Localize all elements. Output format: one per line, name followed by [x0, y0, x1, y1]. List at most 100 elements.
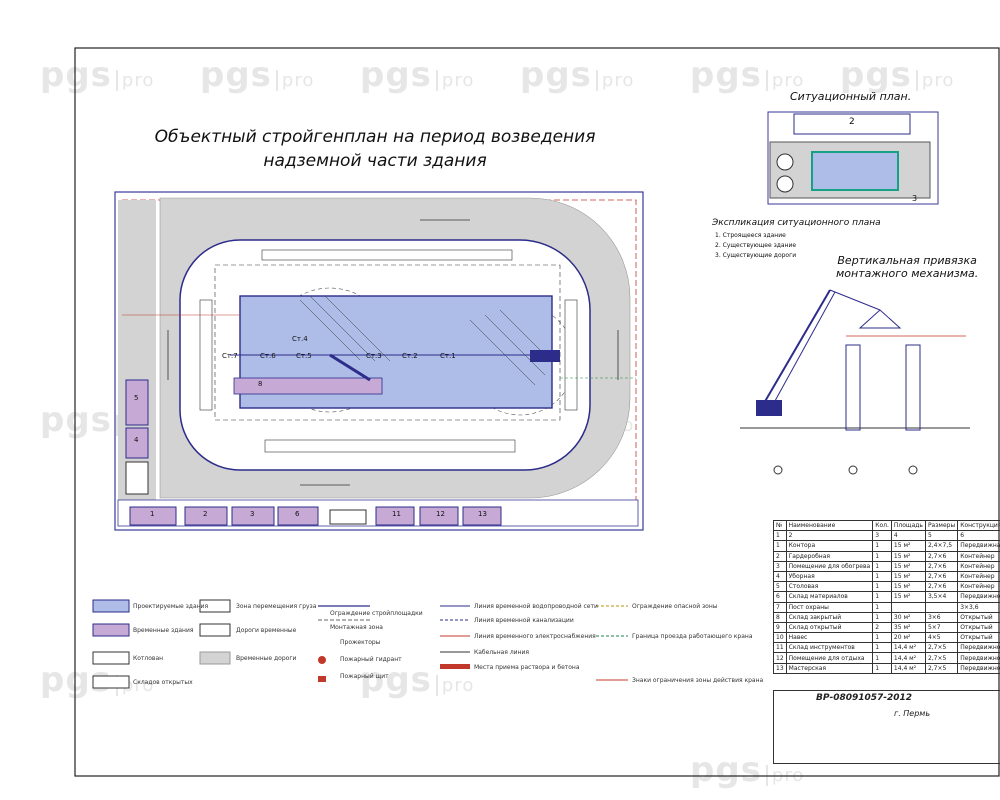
legend-swatch-temp	[92, 623, 130, 637]
table-cell: 2	[872, 621, 892, 634]
crane-right	[530, 350, 560, 362]
legend-label: Монтажная зона	[330, 624, 383, 631]
table-cell: Помещение для обогрева	[785, 560, 874, 572]
site-label: 12	[436, 510, 445, 518]
crane-boom	[329, 353, 371, 382]
legend-label: Ограждение стройплощадки	[330, 610, 423, 617]
legend-label: Временные здания	[133, 627, 194, 634]
table-cell: Столовая	[785, 581, 874, 593]
legend-hydrant	[318, 656, 326, 664]
main-title-line1: Объектный стройгенплан на период возведе…	[154, 127, 596, 147]
axis-marker	[773, 465, 783, 475]
danger-hatching	[299, 295, 553, 386]
explication-title: Экспликация ситуационного плана	[712, 218, 881, 228]
crane-jib	[829, 289, 881, 311]
table-cell: Уборная	[785, 570, 874, 583]
legend-shield	[318, 676, 326, 682]
crane-body	[756, 400, 782, 416]
table-cell: Склад материалов	[785, 591, 874, 603]
table-cell: 5	[924, 530, 959, 542]
table-cell: 1	[773, 540, 787, 552]
table-cell: 2,7×5	[924, 662, 959, 674]
legend-label: Места приема раствора и бетона	[474, 664, 580, 671]
situation-circle	[776, 153, 794, 171]
table-cell: 3	[872, 530, 892, 542]
table-cell: 3×3,6	[957, 601, 1000, 613]
table-cell: Навес	[785, 632, 874, 644]
site-label: 2	[203, 510, 208, 518]
table-cell: 2,7×6	[924, 560, 959, 572]
crane-boom-elevation	[759, 289, 831, 411]
table-cell: 2,7×6	[924, 570, 959, 583]
table-cell: Склад инструментов	[785, 642, 874, 654]
table-cell: Контейнер	[957, 581, 1000, 593]
table-cell: 1	[872, 581, 892, 593]
temp-building-6	[277, 506, 319, 526]
situation-circle	[776, 175, 794, 193]
table-cell: 1	[872, 642, 892, 654]
legend-label: Временные дороги	[236, 655, 297, 662]
table-cell: 8	[773, 611, 787, 623]
table-cell: Помещение для отдыха	[785, 652, 874, 664]
table-cell: 10	[773, 632, 787, 644]
site-label: 4	[134, 436, 139, 444]
legend-swatch-zone	[199, 599, 231, 613]
building-column-left	[845, 344, 861, 431]
temp-building-5	[125, 379, 149, 426]
situation-existing-building	[793, 113, 911, 135]
vertical-binding-title: Вертикальная привязка монтажного механиз…	[836, 254, 978, 280]
table-cell: 14,4 м²	[890, 662, 926, 674]
table-cell: 14,4 м²	[890, 642, 926, 654]
explication-item: 3. Существующие дороги	[715, 252, 797, 259]
legend-swatch-building	[92, 599, 130, 613]
situation-label: 2	[849, 117, 855, 127]
table-cell: Передвижной	[957, 642, 1000, 654]
site-label: 1	[150, 510, 155, 518]
table-cell: 1	[872, 611, 892, 623]
legend-label: Котлован	[133, 655, 164, 662]
table-cell: 2,7×5	[924, 642, 959, 654]
temp-building-3	[231, 506, 275, 526]
explication-item: 1. Строящееся здание	[715, 232, 786, 239]
table-cell: 2,7×5	[924, 652, 959, 664]
city-label: г. Пермь	[894, 709, 931, 718]
storage-bottom	[264, 439, 516, 453]
table-cell: Площадь	[890, 519, 926, 532]
table-cell: 9	[773, 621, 787, 634]
legend-label: Линия временной водопроводной сети	[474, 603, 598, 610]
table-cell: 2,7×6	[924, 550, 959, 562]
table-cell: 7	[773, 601, 787, 613]
table-cell: 1	[872, 632, 892, 644]
table-cell: 11	[773, 642, 787, 654]
legend-label: Прожекторы	[340, 639, 381, 646]
table-cell: 1	[773, 530, 787, 542]
table-cell: Наименование	[785, 519, 874, 532]
table-cell: Конструкция	[957, 519, 1000, 532]
table-cell: Мастерская	[785, 662, 874, 674]
situation-label: 3	[912, 194, 918, 203]
grab-label: Ст.2	[402, 352, 418, 360]
grab-label: Ст.1	[440, 352, 456, 360]
table-cell: 15 м²	[890, 540, 926, 552]
table-cell: 1	[872, 560, 892, 572]
table-cell: 35 м²	[890, 621, 926, 634]
table-cell: Открытый	[957, 632, 1000, 644]
table-cell: Контейнер	[957, 550, 1000, 562]
site-label: 3	[250, 510, 255, 518]
legend-label: Пожарный гидрант	[340, 656, 402, 663]
crane-boom-elevation-2	[769, 291, 836, 411]
table-cell: 1	[872, 591, 892, 603]
table-cell: 1	[872, 550, 892, 562]
grab-label: Ст.5	[296, 352, 312, 360]
